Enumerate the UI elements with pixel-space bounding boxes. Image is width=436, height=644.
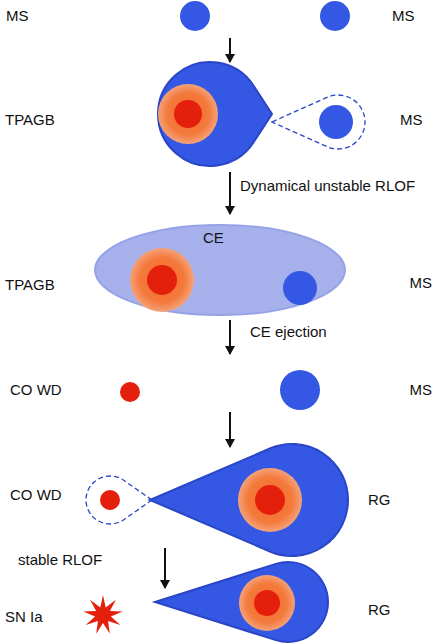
arrow [229, 412, 231, 447]
ms-star: MS [320, 1, 350, 31]
star-label: MS [392, 7, 415, 25]
arrow [229, 320, 231, 354]
tpagb-star: TPAGB [158, 62, 272, 166]
star-label: CE [203, 229, 224, 247]
ms-star-disc [280, 370, 320, 410]
star-label: TPAGB [5, 111, 55, 129]
white-dwarf-disc [100, 490, 120, 510]
supernova: SN Ia [83, 595, 123, 635]
arrow [229, 172, 231, 214]
star-label: RG [368, 491, 391, 509]
star-label: CO WD [10, 486, 62, 504]
node-shape [320, 1, 350, 31]
ms-star-disc [283, 271, 317, 305]
roche-lobe-outline [86, 476, 152, 524]
roche-lobe-outline [272, 95, 365, 149]
red-giant: RG [150, 444, 348, 556]
star-envelope-core [130, 248, 194, 312]
arrow [229, 38, 231, 62]
star-core [254, 590, 280, 616]
step-label: Dynamical unstable RLOF [240, 177, 415, 195]
star-envelope-core [158, 84, 218, 144]
node-shape [86, 476, 152, 524]
node-shape [280, 370, 320, 410]
node-shape [283, 271, 317, 305]
star-envelope-core [238, 468, 302, 532]
white-dwarf-disc [120, 382, 140, 402]
node-shape [155, 562, 328, 642]
star-label: MS [410, 381, 433, 399]
ms-star-disc [319, 105, 353, 139]
star-label: SN Ia [5, 608, 43, 626]
ms-star: MS [272, 95, 366, 149]
step-label: CE ejection [250, 323, 327, 341]
node-shape [83, 595, 123, 635]
filled-roche-lobe [150, 444, 348, 556]
co-white-dwarf: CO WD [120, 382, 140, 402]
red-giant: RG [155, 562, 328, 642]
ms-star: MS [280, 370, 320, 410]
star-label: MS [400, 111, 423, 129]
ms-star: MS [180, 1, 210, 31]
node-shape [130, 248, 194, 312]
envelope-ellipse [95, 225, 345, 315]
star-label: TPAGB [5, 276, 55, 294]
filled-roche-lobe [158, 62, 272, 166]
ms-star: MS [283, 271, 317, 305]
star-label: RG [368, 601, 391, 619]
star-core [147, 265, 177, 295]
node-shape [158, 62, 272, 166]
common-envelope: CE TPAGB MS [95, 225, 345, 315]
node-shape [120, 382, 140, 402]
star-label: MS [410, 274, 433, 292]
node-shape [272, 95, 366, 149]
star-label: MS [6, 7, 29, 25]
filled-roche-lobe [155, 562, 328, 642]
node-shape [150, 444, 348, 556]
co-white-dwarf: CO WD [86, 476, 152, 524]
star-label: CO WD [10, 381, 62, 399]
node-shape [180, 1, 210, 31]
star-envelope-core [239, 575, 295, 631]
ms-star-disc [320, 1, 350, 31]
supernova-burst [83, 595, 122, 634]
ms-star-disc [180, 1, 210, 31]
arrow [164, 548, 166, 588]
star-core [174, 100, 202, 128]
step-label: stable RLOF [18, 551, 102, 569]
star-core [255, 485, 285, 515]
tpagb-star: TPAGB [130, 248, 194, 312]
